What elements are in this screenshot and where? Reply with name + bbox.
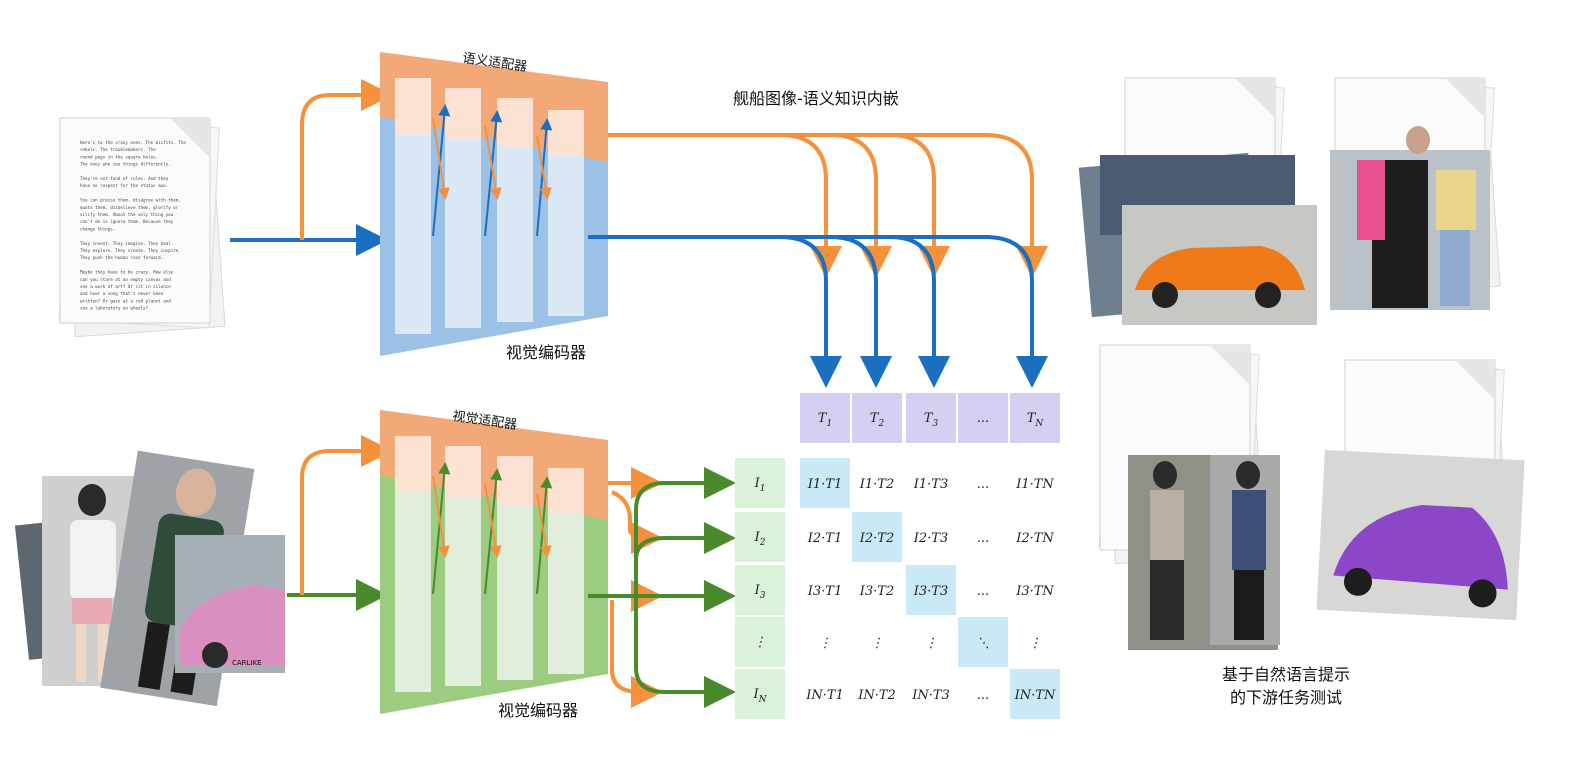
matrix-cell-label: I3·TN xyxy=(1015,584,1054,599)
document-line: You can praise them, disagree with them, xyxy=(80,198,181,203)
bottom-inner-arrows xyxy=(432,462,553,595)
image-token-label: I3 xyxy=(754,583,766,601)
text-token-cell xyxy=(1010,393,1060,443)
photo-walking-people xyxy=(1330,126,1490,310)
svg-text:CARLIKE: CARLIKE xyxy=(232,659,262,667)
image-token-label: IN xyxy=(752,687,767,705)
matrix-cell-label: ⋱ xyxy=(977,636,990,651)
text-token-label: ... xyxy=(977,411,989,426)
matrix-cell-label: ... xyxy=(977,688,989,703)
matrix-cell-label: I2·T3 xyxy=(913,531,948,546)
document-line: change things. xyxy=(80,226,115,231)
document-line: see a laboratory on wheels? xyxy=(80,306,149,311)
text-token-cell xyxy=(800,393,850,443)
matrix-cell-label: IN·T3 xyxy=(911,688,950,703)
document-line: round pegs in the square holes. xyxy=(80,154,158,159)
matrix-cell-label: I1·T3 xyxy=(913,477,948,492)
top-routing-arrows xyxy=(588,133,1048,388)
photo-orange-suv xyxy=(1078,152,1317,325)
document-line: They explore. They create. They inspire. xyxy=(80,248,181,253)
downstream-samples: 基于自然语言提示 的下游任务测试 xyxy=(1078,77,1525,707)
image-stack-bottom-left: CARLIKE xyxy=(14,450,285,707)
bottom-encoder-block: 视觉适配器 视觉编码器 xyxy=(380,409,608,720)
document-text: Here's to the crazy ones. The misfits. T… xyxy=(80,140,186,311)
top-inner-arrows xyxy=(432,104,553,237)
matrix-cell-label: I3·T3 xyxy=(913,584,948,599)
document-line: They're not fond of rules. And they xyxy=(80,176,169,181)
matrix-diagonal-cell xyxy=(1010,669,1060,719)
matrix-diagonal-cell xyxy=(800,458,850,508)
document-line: vilify them. About the only thing you xyxy=(80,212,174,217)
document-line: Here's to the crazy ones. The misfits. T… xyxy=(80,140,186,145)
photo-pink-car: CARLIKE xyxy=(175,535,285,673)
image-token-cell xyxy=(735,512,785,562)
document-line: Maybe they have to be crazy. How else xyxy=(80,270,174,275)
downstream-label-line1: 基于自然语言提示 xyxy=(1222,665,1350,684)
matrix-cell-label: IN·TN xyxy=(1014,688,1056,703)
text-document-stack-top: Here's to the crazy ones. The misfits. T… xyxy=(58,117,226,338)
matrix-diagonal-cell xyxy=(852,512,902,562)
matrix-cell-label: I2·T2 xyxy=(859,531,894,546)
matrix-cell-label: I1·T1 xyxy=(807,477,842,492)
bottom-encoder-columns xyxy=(395,436,584,692)
matrix-cell-label: IN·T1 xyxy=(805,688,844,703)
matrix-cell-label: ... xyxy=(977,584,989,599)
matrix-cell-label: ... xyxy=(977,477,989,492)
visual-encoder-label-bottom: 视觉编码器 xyxy=(498,701,578,720)
document-line: can't do is ignore them. Because they xyxy=(80,219,174,224)
matrix-cell-label: ⋮ xyxy=(871,636,884,651)
image-token-cell xyxy=(735,669,785,719)
matrix-cell-label: ⋮ xyxy=(819,636,832,651)
photo-two-women xyxy=(1128,455,1280,650)
text-token-label: TN xyxy=(1027,411,1045,429)
image-token-label: I2 xyxy=(754,530,766,548)
matrix-cell-label: ... xyxy=(977,531,989,546)
matrix-cell-label: I1·TN xyxy=(1015,477,1054,492)
orange-branch-top xyxy=(300,79,393,240)
matrix-cell-label: I1·T2 xyxy=(859,477,894,492)
top-encoder-block: 语义适配器 视觉编码器 xyxy=(380,51,608,362)
matrix-cell-label: I3·T1 xyxy=(807,584,842,599)
document-line: and hear a song that's never been xyxy=(80,291,164,296)
text-token-cell xyxy=(958,393,1008,443)
document-line: can you stare at an empty canvas and xyxy=(80,277,171,282)
matrix-cell-label: ⋮ xyxy=(925,636,938,651)
text-token-cell xyxy=(852,393,902,443)
visual-encoder-label-top: 视觉编码器 xyxy=(506,343,586,362)
text-token-cell xyxy=(906,393,956,443)
image-token-cell xyxy=(735,617,785,667)
document-line: They push the human race forward. xyxy=(80,255,163,260)
text-token-label: T1 xyxy=(818,411,832,429)
text-token-label: T3 xyxy=(924,411,939,429)
image-token-label: ⋮ xyxy=(754,635,767,650)
image-token-label: I1 xyxy=(754,476,766,494)
document-line: written? Or gaze at a red planet and xyxy=(80,298,171,303)
orange-branch-bottom xyxy=(300,435,393,595)
downstream-label-line2: 的下游任务测试 xyxy=(1230,688,1342,707)
text-token-label: T2 xyxy=(870,411,885,429)
top-encoder-columns xyxy=(395,78,584,334)
matrix-cell-label: IN·T2 xyxy=(857,688,896,703)
matrix-diagonal-cell xyxy=(906,565,956,615)
document-line: The ones who see things differently. xyxy=(80,162,171,167)
matrix-cell-label: I3·T2 xyxy=(859,584,894,599)
document-line: They invent. They imagine. They heal. xyxy=(80,241,173,246)
image-token-cell xyxy=(735,565,785,615)
document-line: see a work of art? Or sit in silence xyxy=(80,284,171,289)
matrix-cell-label: ⋮ xyxy=(1029,636,1042,651)
embedding-title: 舰船图像-语义知识内嵌 xyxy=(733,89,899,108)
photo-purple-car xyxy=(1316,449,1525,621)
matrix-diagonal-cell xyxy=(958,617,1008,667)
matrix-cell-label: I2·TN xyxy=(1015,531,1054,546)
image-token-cell xyxy=(735,458,785,508)
bottom-routing-arrows xyxy=(588,467,736,708)
document-line: have no respect for the status quo. xyxy=(80,183,168,188)
matrix-cell-label: I2·T1 xyxy=(807,531,842,546)
document-line: rebels. The troublemakers. The xyxy=(80,147,156,152)
document-line: quote them, disbelieve them, glorify or xyxy=(80,205,179,210)
